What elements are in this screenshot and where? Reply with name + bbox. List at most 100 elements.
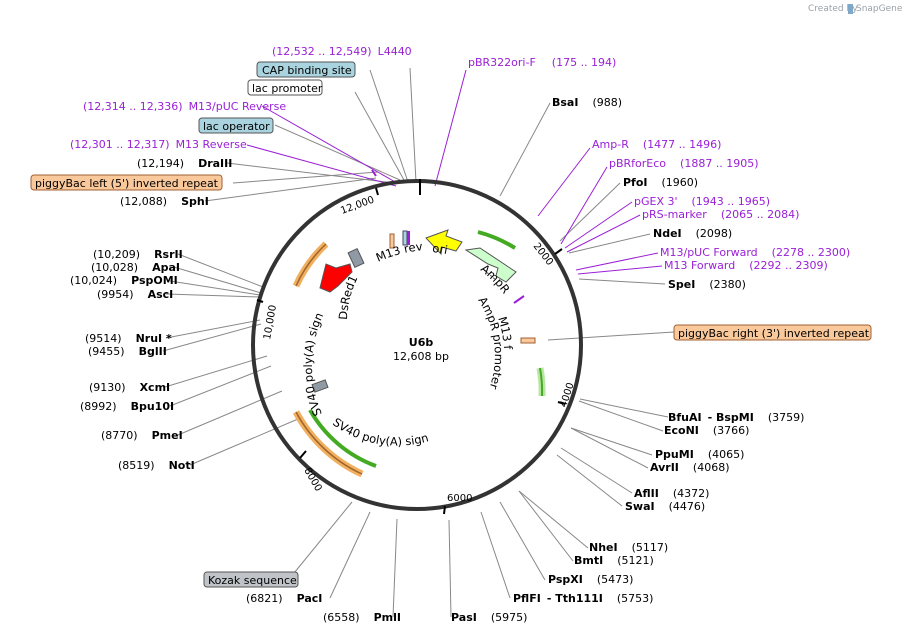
enzyme-name: XcmI: [140, 381, 171, 394]
enzyme-name: ApaI: [152, 261, 180, 274]
feature-name: piggyBac right (3') inverted repeat: [678, 327, 870, 340]
lac-operator-mark: [389, 233, 395, 249]
svg-text:(12,301 .. 12,317)M13 Reverse: (12,301 .. 12,317)M13 Reverse: [70, 138, 247, 151]
enzyme-position: (9455): [88, 345, 125, 358]
enzyme-name: NotI: [169, 459, 195, 472]
enzyme-position: (988): [592, 96, 622, 109]
primer-leader-lines: [246, 69, 663, 275]
svg-text:AvrII(4068): AvrII(4068): [650, 461, 729, 474]
enzyme-name: NruI *: [136, 332, 172, 345]
enzyme-name: AscI: [148, 288, 174, 301]
enzyme-name: PspXI: [548, 573, 583, 586]
svg-text:M13 Forward(2292 .. 2309): M13 Forward(2292 .. 2309): [664, 259, 828, 272]
svg-text:(6821)PacI: (6821)PacI: [246, 592, 322, 605]
primer-name: M13/pUC Reverse: [189, 100, 287, 113]
primer-range: (1943 .. 1965): [692, 195, 771, 208]
svg-text:AflII(4372): AflII(4372): [634, 487, 709, 500]
ampr-arrow: [464, 247, 517, 283]
primer-range: (12,532 .. 12,549): [272, 45, 372, 58]
enzyme-name: Bpu10I: [131, 400, 175, 413]
svg-text:pBR322ori-F(175 .. 194): pBR322ori-F(175 .. 194): [468, 56, 616, 69]
primer-range: (1477 .. 1496): [643, 138, 722, 151]
enzyme-position: (3759): [768, 411, 805, 424]
enzyme-name: AvrII: [650, 461, 679, 474]
m13-fwd-mark: [513, 295, 525, 304]
feature-name: CAP binding site: [262, 64, 352, 77]
enzyme-name: - BspMI: [708, 411, 754, 424]
plasmid-name: U6b: [409, 336, 434, 349]
primer-range: (175 .. 194): [552, 56, 617, 69]
snapgene-logo-icon: [848, 4, 853, 14]
svg-text:pBRforEco(1887 .. 1905): pBRforEco(1887 .. 1905): [609, 157, 759, 170]
svg-text:(9455)BglII: (9455) BglII: [88, 345, 167, 358]
snapgene-brand-text: SnapGene: [856, 4, 903, 14]
ampr-promoter-label: AmpR promoter: [475, 294, 506, 391]
svg-text:(6558)PmlI: (6558)PmlI: [323, 611, 401, 624]
enzyme-position: (6558): [323, 611, 360, 624]
leader-lines: [162, 67, 675, 618]
svg-text:M13/pUC Forward(2278 .. 2300): M13/pUC Forward(2278 .. 2300): [660, 246, 850, 259]
primer-name: pGEX 3': [634, 195, 678, 208]
tick-marks: [256, 187, 566, 515]
m13-rev-label: M13 rev: [374, 239, 424, 265]
svg-text:BfuAI- BspMI(3759): BfuAI- BspMI(3759): [668, 411, 804, 424]
svg-text:SpeI(2380): SpeI (2380): [668, 278, 746, 291]
primer-mark: [407, 231, 410, 245]
feature-box-kozak: Kozak sequence: [203, 571, 299, 588]
feature-box-lac-promoter: lac promoter: [247, 79, 323, 96]
svg-text:PasI(5975): PasI (5975): [451, 611, 527, 624]
enzyme-labels-left: (6558)PmlI (6821)PacI (8519)NotI (8770)P…: [70, 157, 401, 624]
primer-name: L4440: [378, 45, 412, 58]
enzyme-name: RsrII: [154, 248, 183, 261]
enzyme-position: (5975): [491, 611, 528, 624]
svg-text:(10,209)RsrII: (10,209) RsrII: [93, 248, 183, 261]
svg-text:(12,314 .. 12,336)M13/pUC Reve: (12,314 .. 12,336) M13/pUC Reverse: [83, 100, 286, 113]
green-arc-right: [539, 367, 544, 397]
tick-label-10000: 10,000: [262, 304, 279, 340]
green-arc-lower: [308, 409, 377, 468]
enzyme-position: (2380): [709, 278, 746, 291]
feature-box-cap: CAP binding site: [256, 61, 356, 78]
svg-text:pGEX 3'(1943 .. 1965): pGEX 3' (1943 .. 1965): [634, 195, 770, 208]
feature-name: lac promoter: [252, 82, 323, 95]
enzyme-position: (5117): [632, 541, 669, 554]
enzyme-position: (6821): [246, 592, 283, 605]
primer-range: (1887 .. 1905): [680, 157, 759, 170]
plasmid-length: 12,608 bp: [393, 350, 449, 363]
feature-name: lac operator: [203, 120, 270, 133]
enzyme-name: SpeI: [668, 278, 695, 291]
enzyme-position: (8519): [118, 459, 155, 472]
enzyme-name: BmtI: [574, 554, 603, 567]
enzyme-position: (10,028): [91, 261, 138, 274]
svg-text:PspXI(5473): PspXI(5473): [548, 573, 633, 586]
enzyme-position: (4065): [708, 448, 745, 461]
enzyme-name: PasI: [451, 611, 477, 624]
svg-text:NdeI(2098): NdeI(2098): [653, 227, 732, 240]
enzyme-position: (4372): [673, 487, 710, 500]
svg-text:(8519)NotI: (8519) NotI: [118, 459, 195, 472]
primer-range: (12,314 .. 12,336): [83, 100, 183, 113]
enzyme-name: EcoNI: [664, 424, 699, 437]
enzyme-position: (2098): [696, 227, 733, 240]
feature-box-lac-operator: lac operator: [198, 117, 274, 134]
primer-tick-mark: [371, 169, 377, 177]
svg-text:(12,194)DraIII: (12,194)DraIII: [137, 157, 232, 170]
tick-label-6000: 6000: [447, 493, 472, 504]
feature-box-piggybac-left: piggyBac left (5') inverted repeat: [30, 174, 223, 191]
enzyme-name: PpuMI: [655, 448, 694, 461]
enzyme-name: PspOMI: [131, 274, 178, 287]
enzyme-position: (10,209): [93, 248, 140, 261]
piggybac-right-mark: [520, 337, 536, 344]
enzyme-name: BglII: [139, 345, 167, 358]
primer-range: (12,301 .. 12,317): [70, 138, 170, 151]
enzyme-position: (5753): [617, 592, 654, 605]
enzyme-name: PfoI: [623, 176, 648, 189]
feature-name: Kozak sequence: [208, 574, 297, 587]
svg-text:BsaI(988): BsaI(988): [552, 96, 622, 109]
svg-text:(8992)Bpu10I: (8992)Bpu10I: [80, 400, 174, 413]
enzyme-name: SwaI: [625, 500, 655, 513]
enzyme-position: (4476): [669, 500, 706, 513]
feature-name: piggyBac left (5') inverted repeat: [35, 177, 219, 190]
enzyme-position: (9954): [97, 288, 134, 301]
enzyme-position: (5121): [617, 554, 654, 567]
